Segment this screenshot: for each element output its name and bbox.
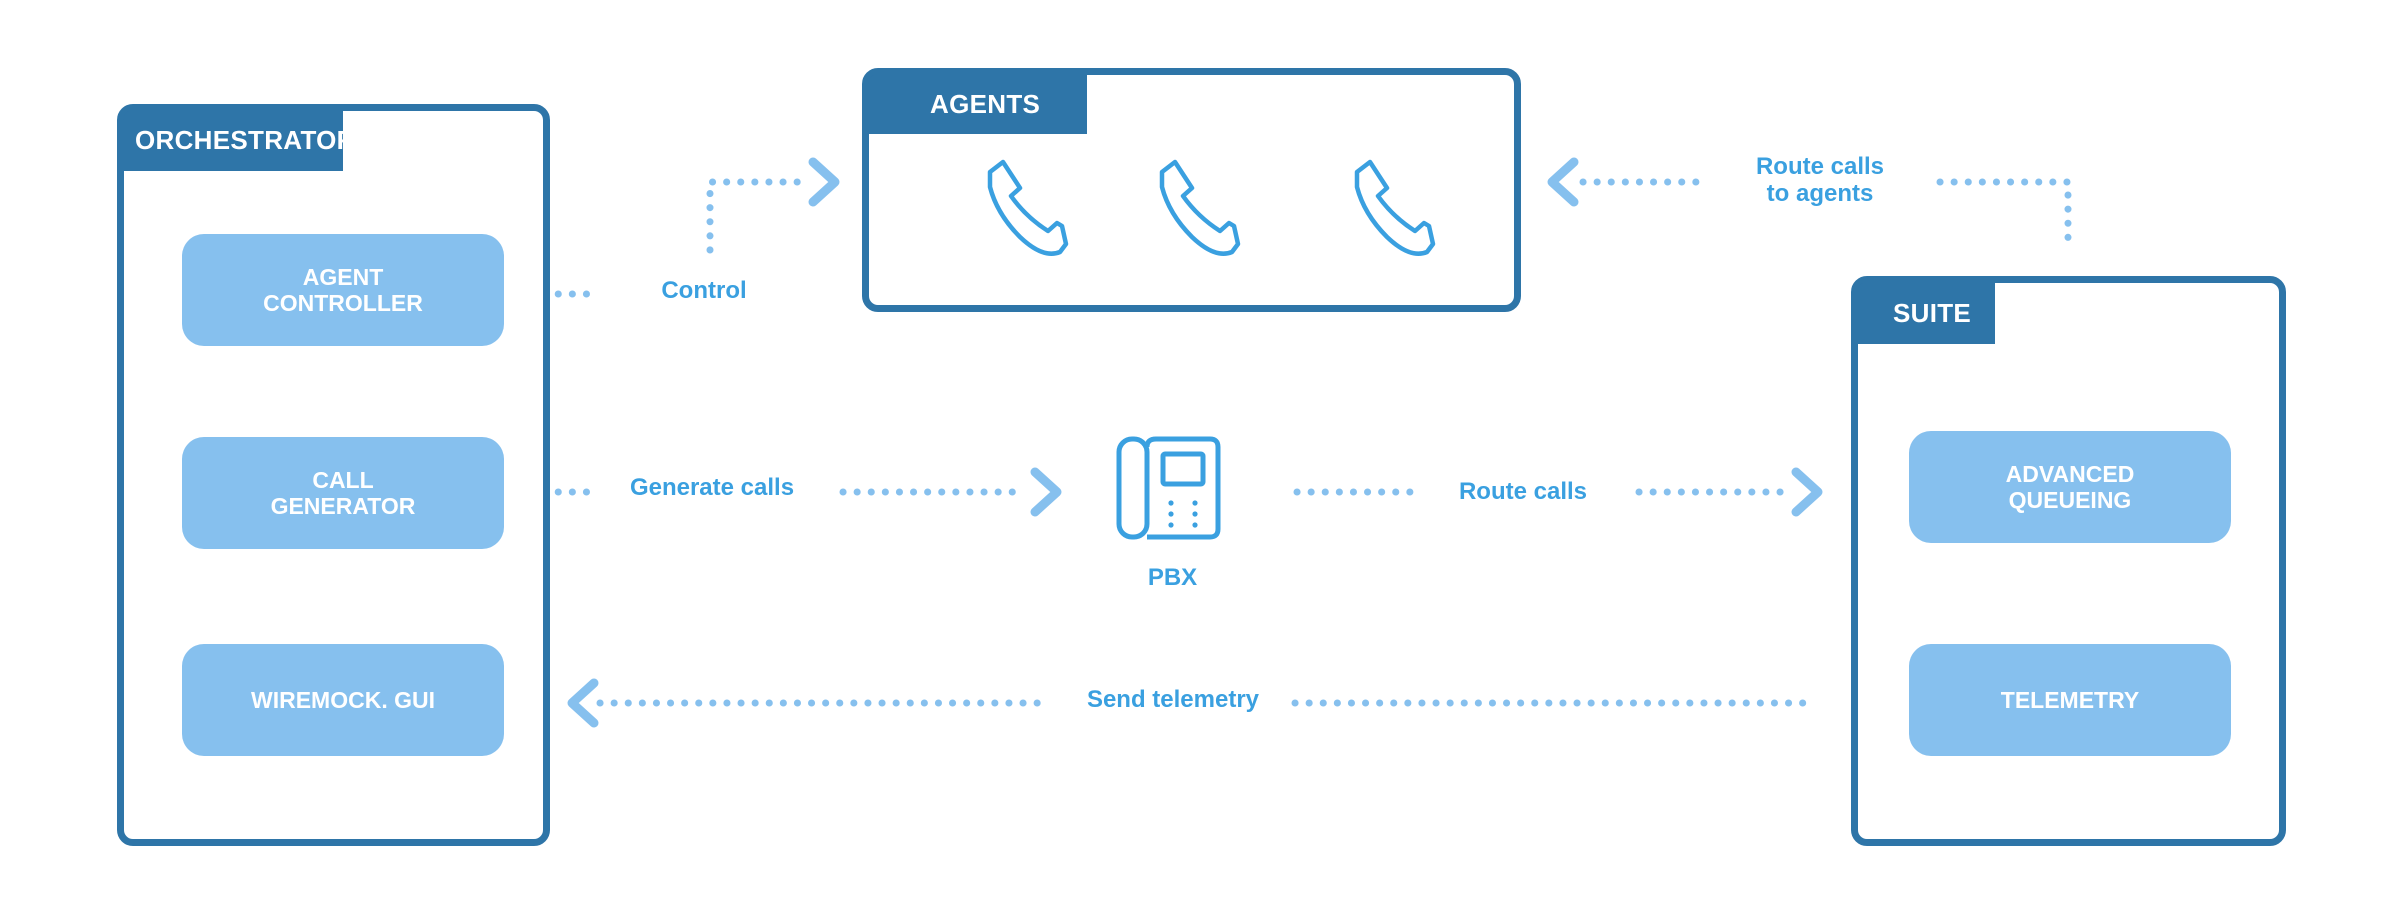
generate-calls-label: Generate calls (629, 474, 795, 501)
route-calls-label: Route calls (1458, 478, 1588, 505)
connector-route-agents-right (1936, 178, 2072, 254)
agent-controller-label: AGENT CONTROLLER (263, 264, 423, 316)
orchestrator-title: ORCHESTRATOR (123, 110, 355, 171)
telemetry-label: TELEMETRY (2000, 687, 2140, 713)
route-calls-to-agents-label: Route calls to agents (1755, 153, 1885, 207)
agent-controller-module: AGENT CONTROLLER (182, 234, 504, 346)
advanced-queueing-module: ADVANCED QUEUEING (1909, 431, 2231, 543)
phone-handset-icon (987, 159, 1069, 256)
arrow-head-to-agents (808, 157, 840, 207)
connector-control-up (706, 178, 809, 254)
arrow-head-to-pbx (1030, 467, 1062, 517)
pbx-label: PBX (1147, 564, 1198, 591)
advanced-queueing-label: ADVANCED QUEUEING (2005, 461, 2135, 513)
call-generator-label: CALL GENERATOR (270, 467, 416, 519)
telemetry-module: TELEMETRY (1909, 644, 2231, 756)
phone-handset-icon (1159, 159, 1241, 256)
desk-phone-icon (1116, 436, 1221, 540)
call-generator-module: CALL GENERATOR (182, 437, 504, 549)
wiremock-gui-label: WIREMOCK. GUI (251, 687, 435, 713)
suite-panel: SUITE (1851, 276, 2286, 846)
send-telemetry-label: Send telemetry (1086, 686, 1260, 713)
agents-panel: AGENTS (862, 68, 1521, 312)
control-label: Control (661, 277, 747, 304)
arrow-head-to-orchestrator (567, 678, 599, 728)
agents-title: AGENTS (868, 74, 1087, 134)
suite-title: SUITE (1857, 282, 1995, 344)
wiremock-gui-module: WIREMOCK. GUI (182, 644, 504, 756)
phone-handset-icon (1354, 159, 1436, 256)
arrow-head-from-suite-to-agents (1547, 157, 1579, 207)
desk-phone-keypad (1168, 500, 1198, 528)
arrow-head-to-suite (1791, 467, 1823, 517)
